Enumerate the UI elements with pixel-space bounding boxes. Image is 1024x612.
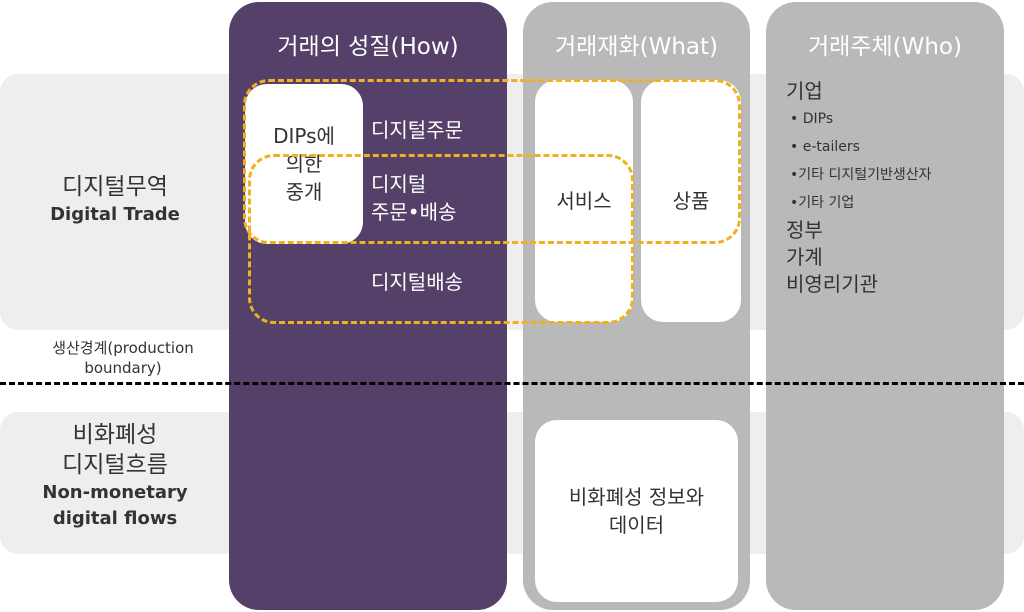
nonmonetary-info-line-1: 비화폐성 정보와 [568,485,705,509]
nonmonetary-ko-2: 디지털흐름 [62,452,168,478]
nonmonetary-info-box: 비화폐성 정보와 데이터 [535,420,738,602]
actor-government: 정부 [786,218,823,242]
production-boundary-line [0,382,1024,385]
digital-trade-en: Digital Trade [50,204,180,225]
digital-trade-label: 디지털무역 Digital Trade [0,172,230,228]
production-boundary-line-2: boundary) [84,359,162,377]
nonmonetary-flows-label: 비화폐성 디지털흐름 Non-monetary digital flows [0,420,230,532]
ordered-delivered-line-1: 디지털 [371,172,427,196]
digitally-ordered-outline [243,79,741,244]
production-boundary-label: 생산경계(production boundary) [18,338,228,378]
nonmonetary-ko-1: 비화폐성 [72,422,158,448]
how-column-title: 거래의 성질(How) [277,34,459,60]
dips-line-3: 중개 [285,180,323,204]
goods-label: 상품 [672,189,710,213]
who-column: 거래주체(Who) [766,2,1004,610]
digitally-ordered-label: 디지털주문 [371,118,463,142]
digitally-ordered-delivered-label: 디지털 주문•배송 [371,170,456,226]
services-label: 서비스 [556,189,612,213]
nonmonetary-en-1: Non-monetary [42,482,188,503]
ordered-delivered-line-2: 주문•배송 [371,200,457,224]
actors-list: 기업 • DIPs • e-tailers •기타 디지털기반생산자 •기타 기… [786,78,932,298]
digitally-delivered-label: 디지털배송 [371,270,463,294]
production-boundary-line-1: 생산경계(production [52,339,194,357]
nonmonetary-info-line-2: 데이터 [608,513,665,537]
actor-other-firms: •기타 기업 [790,195,855,211]
actor-other-digital: •기타 디지털기반생산자 [790,167,932,183]
nonmonetary-en-2: digital flows [52,508,178,529]
actor-dips: • DIPs [790,111,834,127]
goods-box: 상품 [641,80,741,322]
dips-line-1: DIPs에 [273,124,335,148]
actor-households: 가계 [786,245,823,269]
what-column-title: 거래재화(What) [554,34,719,60]
digitally-delivered-outline [248,154,634,324]
actor-etailers: • e-tailers [790,139,860,155]
who-column-title: 거래주체(Who) [808,34,962,60]
digital-trade-ko: 디지털무역 [62,174,168,200]
services-box: 서비스 [535,80,633,322]
actor-firms: 기업 [786,79,823,103]
actor-npish: 비영리기관 [786,272,878,296]
